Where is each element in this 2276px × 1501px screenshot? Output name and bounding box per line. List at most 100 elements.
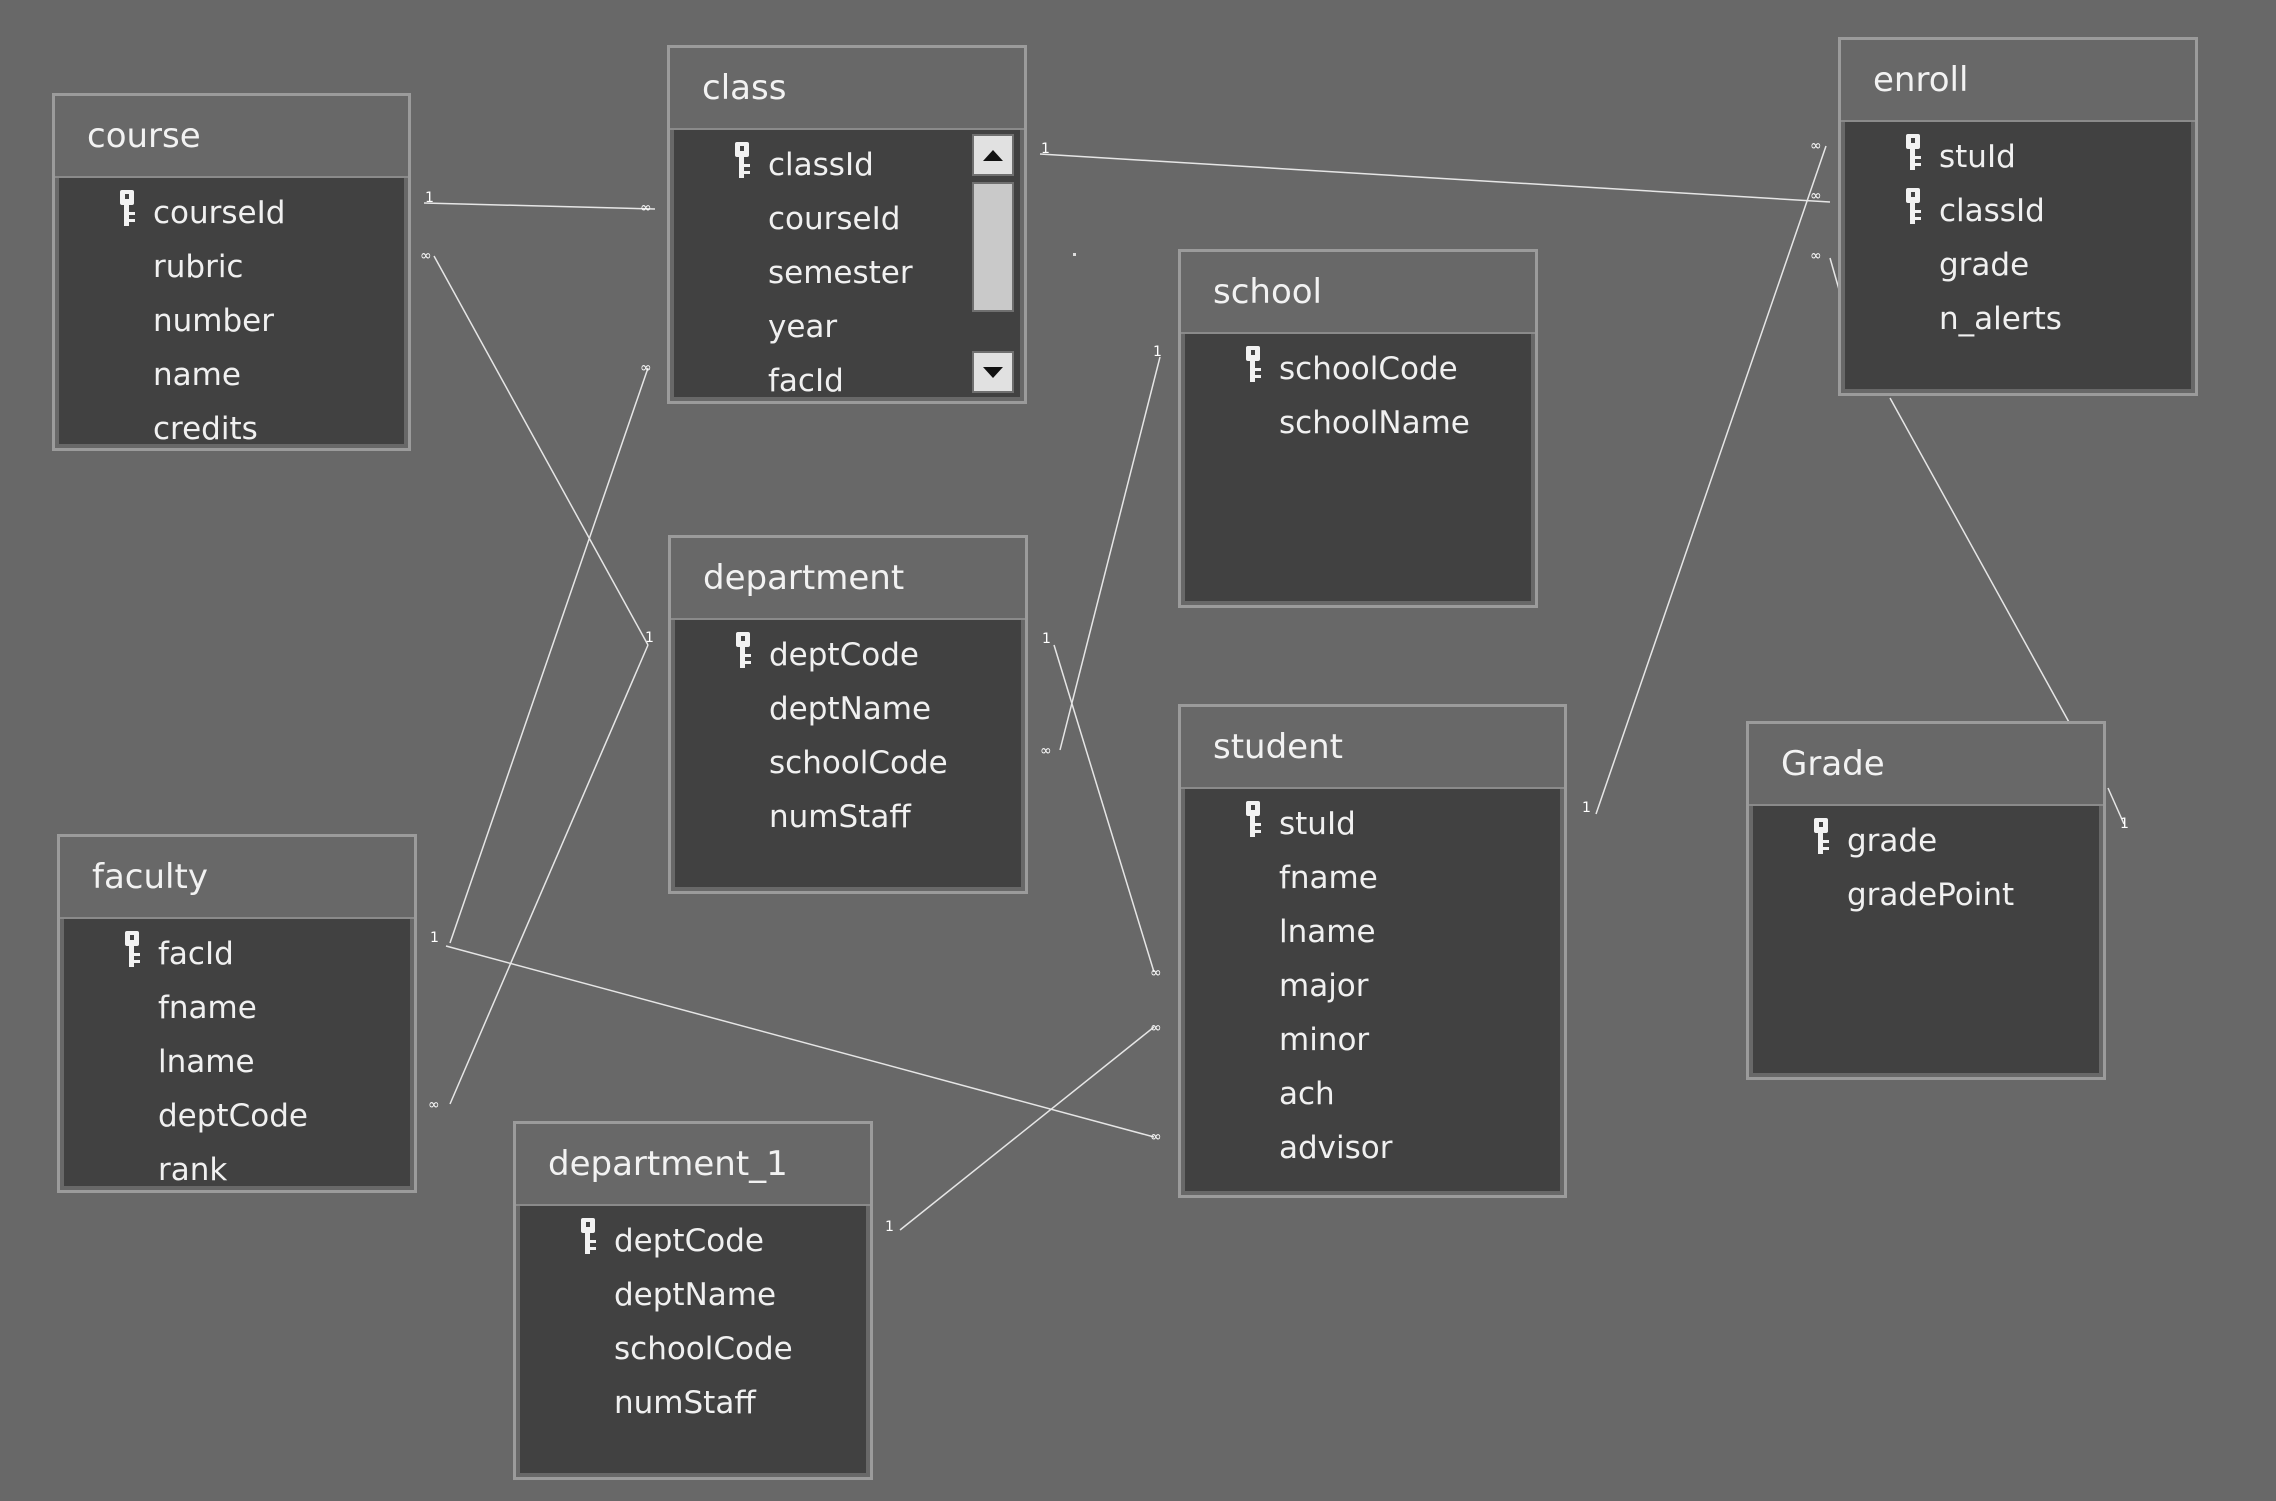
field-row[interactable]: classId bbox=[674, 138, 1020, 192]
arrow-up-icon bbox=[983, 149, 1003, 161]
table-department-1[interactable]: department_1 deptCode deptName schoolCod… bbox=[513, 1121, 873, 1480]
field-name: rank bbox=[158, 1152, 228, 1186]
field-row[interactable]: number bbox=[59, 294, 404, 348]
field-list[interactable]: facId fname lname deptCode rank bbox=[64, 919, 410, 1186]
field-row[interactable]: schoolCode bbox=[1185, 342, 1531, 396]
field-row[interactable]: credits bbox=[59, 402, 404, 444]
field-row[interactable]: rubric bbox=[59, 240, 404, 294]
field-row[interactable]: fname bbox=[64, 981, 410, 1035]
field-row[interactable]: rank bbox=[64, 1143, 410, 1186]
field-row[interactable]: minor bbox=[1185, 1013, 1560, 1067]
table-header[interactable]: enroll bbox=[1841, 40, 2195, 122]
relationship-line bbox=[433, 255, 649, 646]
primary-key-icon bbox=[735, 142, 750, 178]
field-row[interactable]: grade bbox=[1753, 814, 2099, 868]
field-list[interactable]: schoolCode schoolName bbox=[1185, 334, 1531, 601]
field-row[interactable]: fname bbox=[1185, 851, 1560, 905]
table-class[interactable]: class classId courseId semester year fac… bbox=[667, 45, 1027, 404]
field-row[interactable]: schoolCode bbox=[520, 1322, 866, 1376]
field-row[interactable]: gradePoint bbox=[1753, 868, 2099, 922]
field-row[interactable]: courseId bbox=[674, 192, 1020, 246]
rel-one-mark: 1 bbox=[2120, 816, 2129, 832]
scroll-thumb[interactable] bbox=[972, 182, 1014, 312]
rel-many-mark: ∞ bbox=[1810, 248, 1822, 264]
field-row[interactable]: n_alerts bbox=[1845, 292, 2191, 346]
field-row[interactable]: schoolCode bbox=[675, 736, 1021, 790]
table-header[interactable]: school bbox=[1181, 252, 1535, 334]
field-row[interactable]: numStaff bbox=[675, 790, 1021, 844]
relationship-line bbox=[1595, 145, 1827, 815]
table-enroll[interactable]: enroll stuId classId grade n_alerts bbox=[1838, 37, 2198, 396]
table-school[interactable]: school schoolCode schoolName bbox=[1178, 249, 1538, 608]
canvas-speck bbox=[1073, 253, 1076, 256]
field-row[interactable]: deptCode bbox=[64, 1089, 410, 1143]
primary-key-icon bbox=[581, 1218, 596, 1254]
table-department[interactable]: department deptCode deptName schoolCode … bbox=[668, 535, 1028, 894]
field-name: numStaff bbox=[769, 799, 911, 835]
field-row[interactable]: courseId bbox=[59, 186, 404, 240]
table-header[interactable]: student bbox=[1181, 707, 1564, 789]
field-name: minor bbox=[1279, 1022, 1370, 1058]
field-row[interactable]: year bbox=[674, 300, 1020, 354]
table-title: department bbox=[703, 558, 905, 598]
table-header[interactable]: department bbox=[671, 538, 1025, 620]
field-list[interactable]: stuId fname lname major minor ach adviso… bbox=[1185, 789, 1560, 1191]
rel-many-mark: ∞ bbox=[1150, 1020, 1162, 1036]
field-row[interactable]: schoolName bbox=[1185, 396, 1531, 450]
field-list[interactable]: stuId classId grade n_alerts bbox=[1845, 122, 2191, 389]
field-row[interactable]: deptCode bbox=[520, 1214, 866, 1268]
table-student[interactable]: student stuId fname lname major minor ac… bbox=[1178, 704, 1567, 1198]
relationship-line bbox=[2107, 787, 2125, 825]
relationship-line bbox=[1039, 153, 1831, 203]
field-name: facId bbox=[158, 936, 234, 972]
field-list[interactable]: grade gradePoint bbox=[1753, 806, 2099, 1073]
rel-one-mark: 1 bbox=[885, 1219, 894, 1235]
table-title: Grade bbox=[1781, 744, 1885, 784]
field-row[interactable]: name bbox=[59, 348, 404, 402]
table-course[interactable]: course courseId rubric number name credi… bbox=[52, 93, 411, 451]
field-row[interactable]: semester bbox=[674, 246, 1020, 300]
scroll-down-button[interactable] bbox=[972, 351, 1014, 393]
field-row[interactable]: deptCode bbox=[675, 628, 1021, 682]
rel-one-mark: 1 bbox=[430, 930, 439, 946]
relationship-line bbox=[1889, 397, 2071, 725]
field-row[interactable]: grade bbox=[1845, 238, 2191, 292]
field-list[interactable]: courseId rubric number name credits bbox=[59, 178, 404, 444]
field-name: grade bbox=[1939, 247, 2030, 283]
field-name: rubric bbox=[153, 249, 244, 285]
field-row[interactable]: advisor bbox=[1185, 1121, 1560, 1175]
scroll-up-button[interactable] bbox=[972, 134, 1014, 176]
table-header[interactable]: department_1 bbox=[516, 1124, 870, 1206]
field-row[interactable]: major bbox=[1185, 959, 1560, 1013]
field-row[interactable]: ach bbox=[1185, 1067, 1560, 1121]
field-list[interactable]: deptCode deptName schoolCode numStaff bbox=[520, 1206, 866, 1473]
table-title: department_1 bbox=[548, 1144, 788, 1184]
field-row[interactable]: deptName bbox=[520, 1268, 866, 1322]
table-title: enroll bbox=[1873, 60, 1969, 100]
table-faculty[interactable]: faculty facId fname lname deptCode rank bbox=[57, 834, 417, 1193]
rel-many-mark: ∞ bbox=[420, 248, 432, 264]
vertical-scrollbar[interactable] bbox=[968, 130, 1018, 397]
field-row[interactable]: stuId bbox=[1185, 797, 1560, 851]
field-row[interactable]: numStaff bbox=[520, 1376, 866, 1430]
field-list[interactable]: deptCode deptName schoolCode numStaff bbox=[675, 620, 1021, 887]
table-header[interactable]: faculty bbox=[60, 837, 414, 919]
field-row[interactable]: facId bbox=[674, 354, 1020, 397]
field-name: lname bbox=[158, 1044, 255, 1080]
field-row[interactable]: lname bbox=[1185, 905, 1560, 959]
field-row[interactable]: lname bbox=[64, 1035, 410, 1089]
table-grade[interactable]: Grade grade gradePoint bbox=[1746, 721, 2106, 1080]
table-header[interactable]: Grade bbox=[1749, 724, 2103, 806]
arrow-down-icon bbox=[983, 366, 1003, 378]
field-name: stuId bbox=[1939, 139, 2016, 175]
field-list[interactable]: classId courseId semester year facId bbox=[674, 130, 1020, 397]
field-name: name bbox=[153, 357, 241, 393]
field-row[interactable]: classId bbox=[1845, 184, 2191, 238]
field-row[interactable]: stuId bbox=[1845, 130, 2191, 184]
field-row[interactable]: facId bbox=[64, 927, 410, 981]
field-row[interactable]: deptName bbox=[675, 682, 1021, 736]
table-header[interactable]: course bbox=[55, 96, 408, 178]
field-name: classId bbox=[1939, 193, 2045, 229]
table-header[interactable]: class bbox=[670, 48, 1024, 130]
